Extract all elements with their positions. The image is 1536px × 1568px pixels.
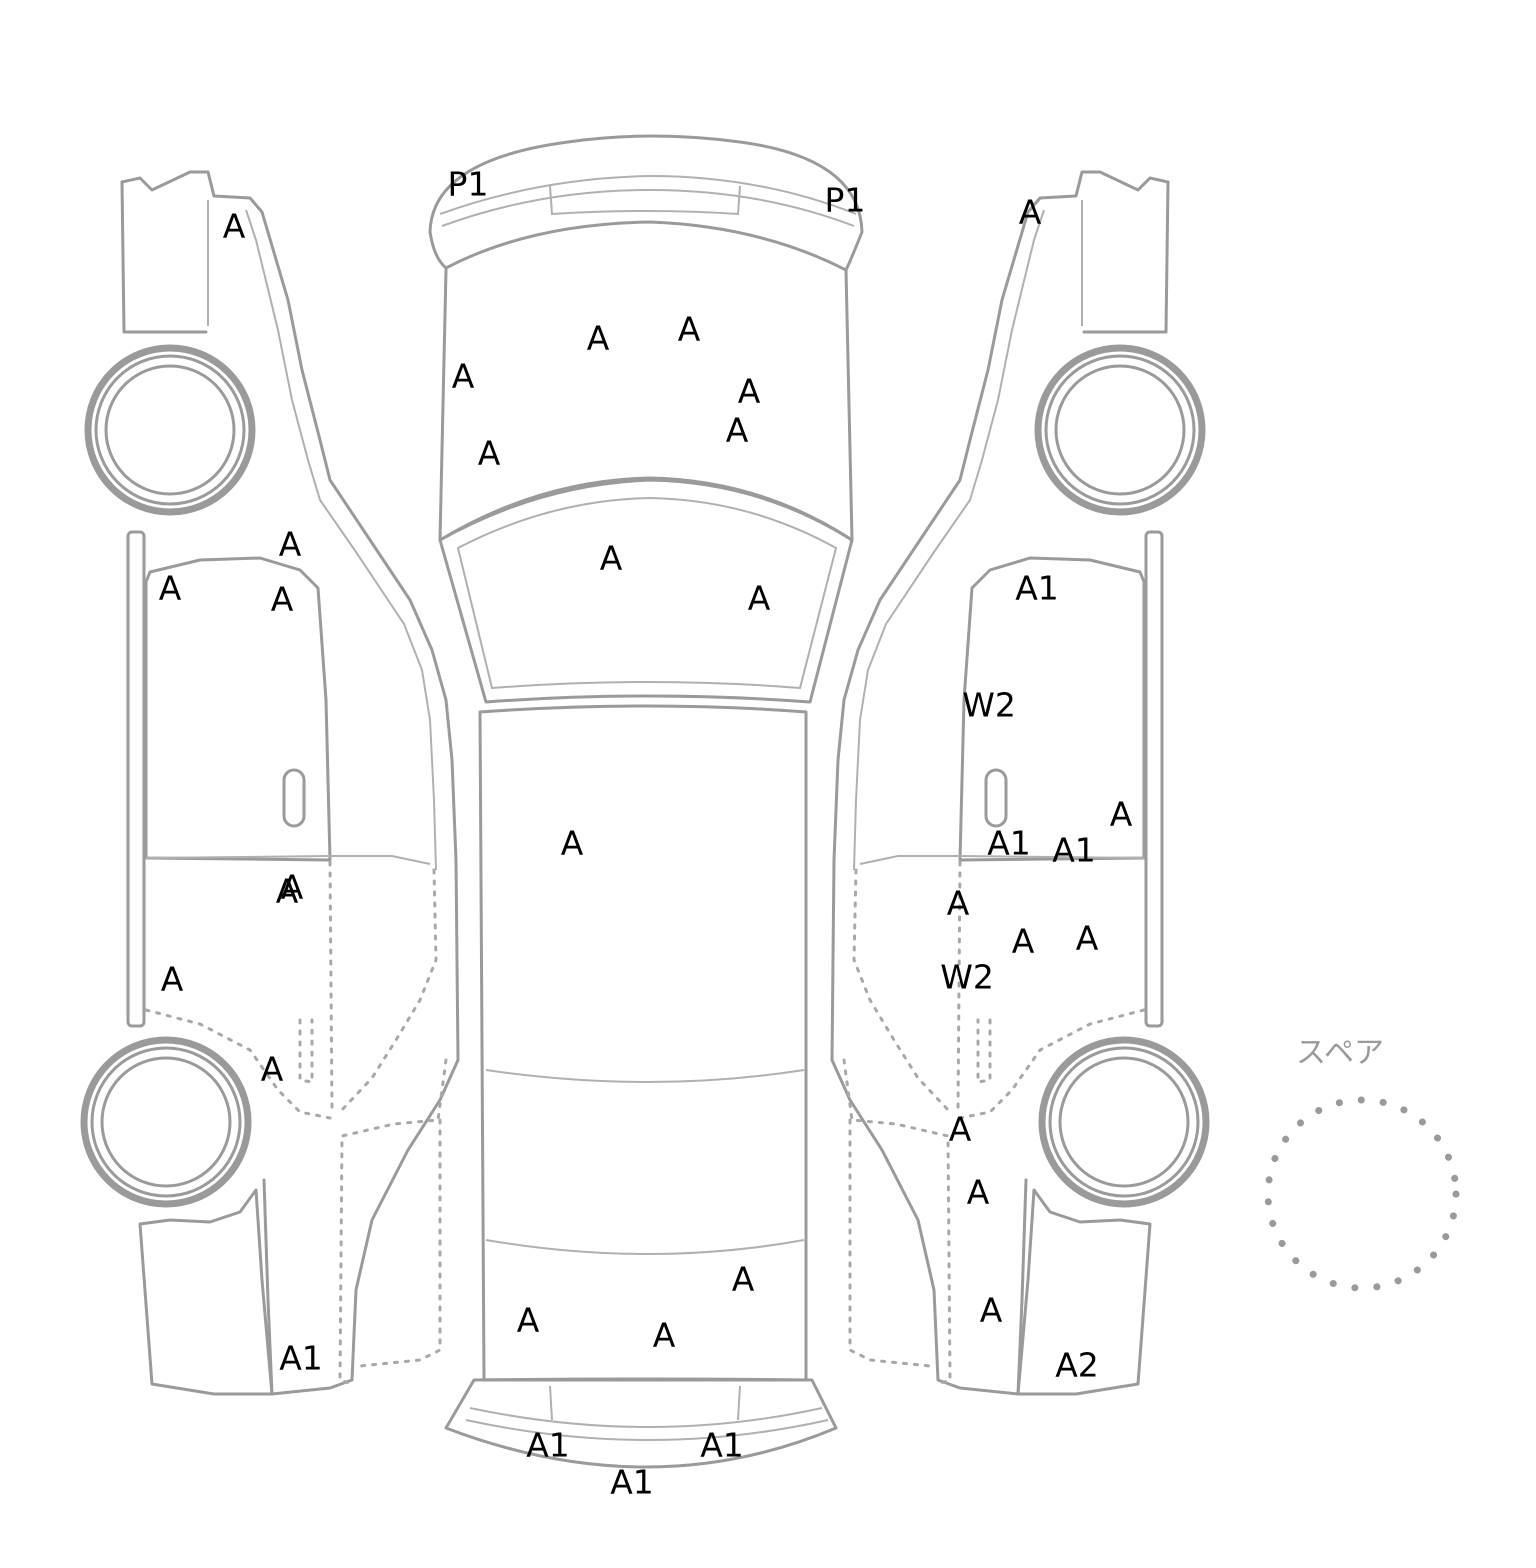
a-windshield-1: A <box>600 539 623 578</box>
a-left-rear-door-2: A <box>276 872 299 911</box>
a1-right-front-door: A1 <box>1015 569 1059 608</box>
a1-rear-bumper-center: A1 <box>610 1463 654 1502</box>
a-left-rear-door-1: A <box>281 868 304 907</box>
a-right-rear-door-2: A <box>1012 922 1035 961</box>
a-trunk-2: A <box>517 1301 540 1340</box>
a-left-rear-door-3: A <box>161 960 184 999</box>
left-side-view <box>80 170 460 1396</box>
p1-front-right: P1 <box>825 181 866 220</box>
a-hood-1: A <box>587 319 610 358</box>
a-left-rear-wheel: A <box>261 1050 284 1089</box>
spare-tire-circle <box>1264 1096 1460 1292</box>
a-right-fender-front: A <box>1019 193 1042 232</box>
a-right-rear-door-3: A <box>1076 919 1099 958</box>
right-side-view <box>830 170 1210 1396</box>
top-view <box>428 134 864 1469</box>
w2-right-rear-door: W2 <box>940 958 994 997</box>
a-trunk-1: A <box>732 1260 755 1299</box>
a-hood-4: A <box>738 372 761 411</box>
a1-right-door-1: A1 <box>987 824 1031 863</box>
a1-rear-bumper-right: A1 <box>700 1426 744 1465</box>
a1-left-rear-quarter: A1 <box>279 1339 323 1378</box>
a-hood-5: A <box>726 411 749 450</box>
a-trunk-3: A <box>653 1316 676 1355</box>
a-right-rear-fender-3: A <box>980 1291 1003 1330</box>
a1-right-door-2: A1 <box>1052 831 1096 870</box>
a2-right-rear-quarter: A2 <box>1055 1346 1099 1385</box>
a-right-rear-door-1: A <box>947 884 970 923</box>
w2-right-front-door: W2 <box>962 686 1016 725</box>
a-hood-2: A <box>678 310 701 349</box>
p1-front-left: P1 <box>448 165 489 204</box>
spare-label: スペア <box>1296 1036 1384 1071</box>
a-left-fender-front: A <box>223 207 246 246</box>
a-left-front-door-2: A <box>271 580 294 619</box>
a-left-pillar: A <box>279 525 302 564</box>
a-roof: A <box>561 824 584 863</box>
a-windshield-2: A <box>748 579 771 618</box>
a-hood-3: A <box>452 357 475 396</box>
a-left-front-door-1: A <box>159 569 182 608</box>
a-hood-6: A <box>478 434 501 473</box>
a-right-sill: A <box>1110 795 1133 834</box>
a1-rear-bumper-left: A1 <box>526 1426 570 1465</box>
spare-tire: スペア <box>1264 1036 1460 1292</box>
a-right-rear-fender-2: A <box>967 1173 990 1212</box>
damage-marks: P1 P1 A A A A A A A A A A A A A A1 W2 A … <box>159 165 1133 1502</box>
a-right-rear-fender-1: A <box>949 1110 972 1149</box>
